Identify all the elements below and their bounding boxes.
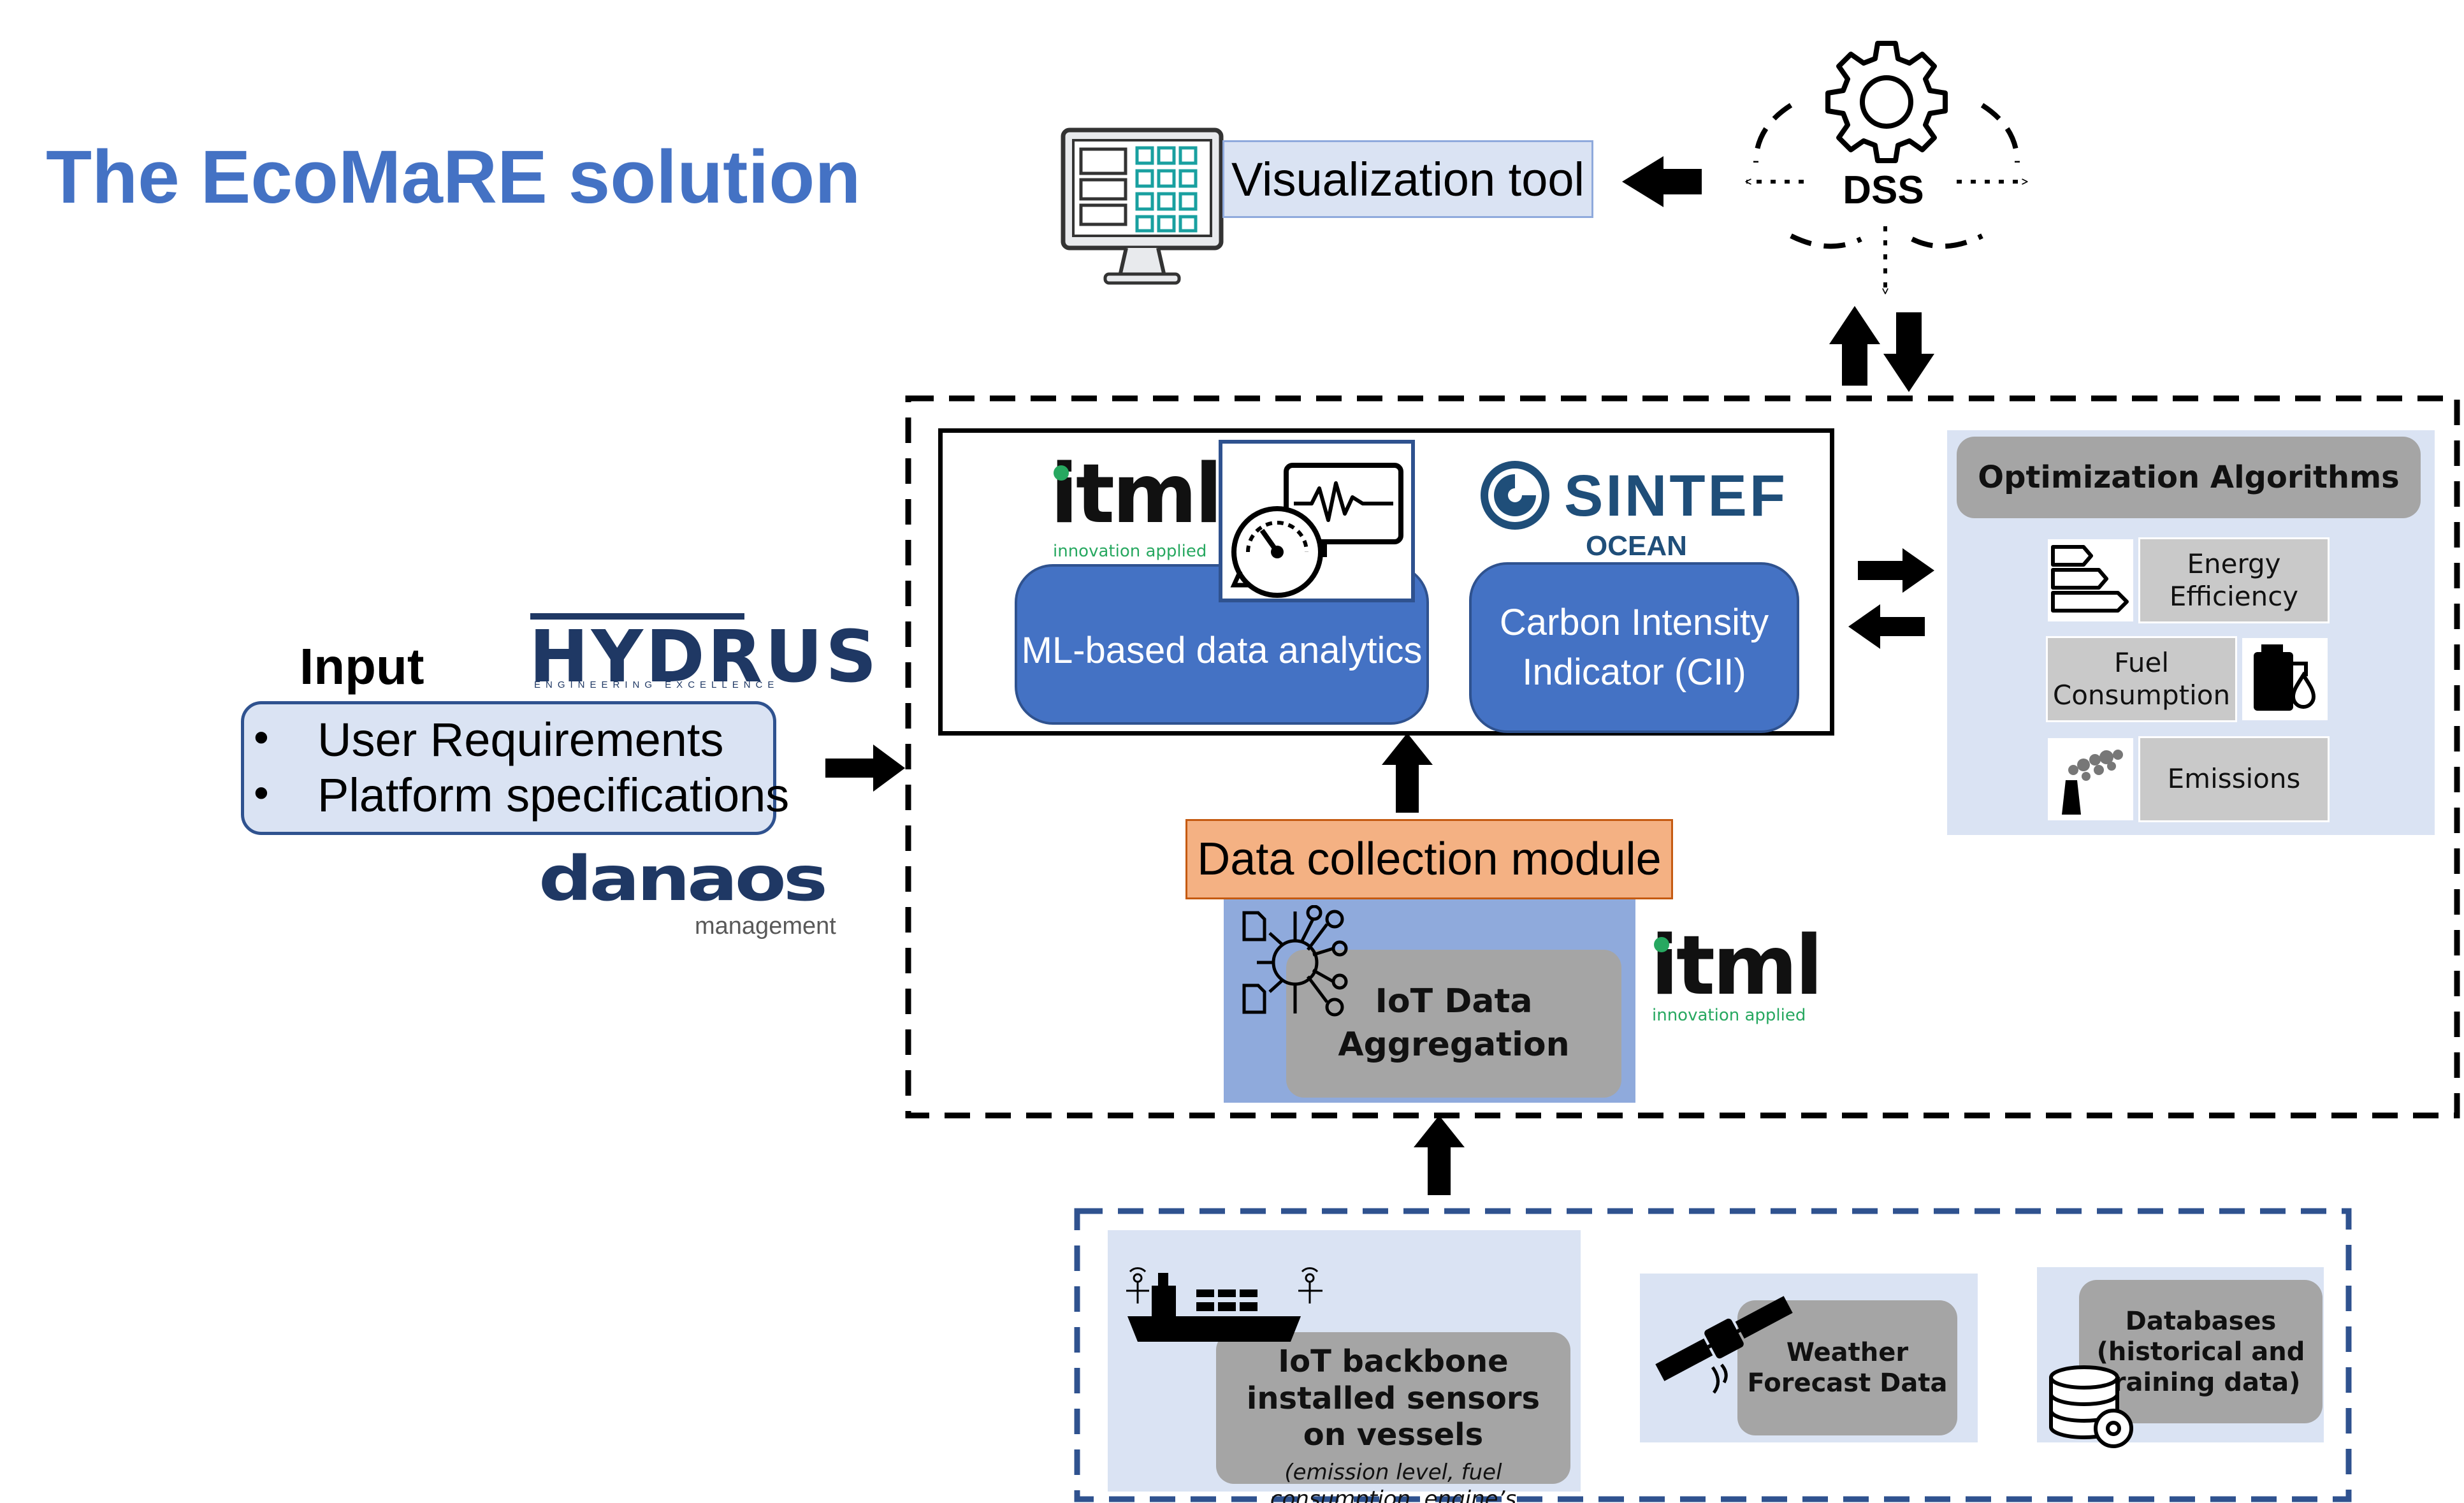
input-heading: Input (300, 638, 424, 695)
fuel-tank-icon (2240, 636, 2330, 722)
iot-backbone-title: IoT backbone installed sensors on vessel… (1246, 1344, 1540, 1453)
sintef-sub: OCEAN (1586, 530, 1687, 562)
dss-output-arrows (1746, 182, 2027, 293)
system-boundary (905, 395, 2460, 1119)
arrow-sources-to-collection (1414, 1115, 1465, 1195)
arrow-to-visualization (1622, 156, 1702, 207)
iot-backbone-note: (emission level, fuel consumption, engin… (1270, 1459, 1517, 1503)
arrow-up-to-dss (1829, 306, 1880, 386)
data-sources-boundary (1074, 1208, 2352, 1502)
arrow-input-to-system (825, 744, 905, 792)
page-title: The EcoMaRE solution (46, 135, 861, 219)
input-bullet: • (254, 769, 269, 817)
weather-forecast-box: Weather Forecast Data (1737, 1300, 1957, 1435)
itml-logo-bottom: itml (1651, 918, 1823, 1013)
emissions-label: Emissions (2138, 736, 2330, 822)
iot-backbone-box: IoT backbone installed sensors on vessel… (1216, 1332, 1570, 1503)
input-box (241, 701, 776, 835)
itml-tagline: innovation applied (1053, 542, 1207, 561)
energy-efficiency-icon (2046, 537, 2135, 623)
visualization-tool-label: Visualization tool (1222, 140, 1593, 218)
arrow-down-from-dss (1883, 312, 1934, 392)
arrow-collection-to-analytics (1382, 733, 1433, 813)
hydrus-logo: HYDRUS (529, 616, 880, 699)
dss-cycle-arcs (1753, 103, 2020, 249)
input-bullet: • (254, 713, 269, 762)
itml-logo: itml (1050, 447, 1222, 542)
hydrus-tagline: ENGINEERING EXCELLENCE (534, 679, 779, 690)
energy-efficiency-label: Energy Efficiency (2138, 537, 2330, 623)
satellite-icon (1648, 1278, 1801, 1399)
cii-box: Carbon Intensity Indicator (CII) (1469, 562, 1799, 733)
danaos-logo: danaos (539, 843, 828, 915)
danaos-tagline: management (695, 913, 836, 940)
optimization-title: Optimization Algorithms (1957, 437, 2421, 518)
emissions-icon (2046, 736, 2135, 822)
hydrus-logo-bar (530, 613, 744, 620)
ship-icon (1125, 1252, 1335, 1348)
iot-network-icon (1238, 904, 1352, 1020)
itml-logo-dot (1654, 937, 1669, 952)
data-collection-module: Data collection module (1185, 819, 1673, 899)
input-item-user-requirements: User Requirements (317, 713, 724, 766)
sintef-logo-mark (1480, 460, 1550, 530)
monitor-dashboard-icon (1059, 126, 1225, 289)
itml-logo-dot (1054, 465, 1069, 481)
input-item-platform-specifications: Platform specifications (317, 769, 790, 822)
dss-label: DSS (1843, 168, 1924, 212)
fuel-consumption-label: Fuel Consumption (2046, 636, 2237, 722)
itml-tagline-bottom: innovation applied (1652, 1006, 1806, 1025)
databases-box: Databases (historical and training data) (2079, 1280, 2323, 1423)
sintef-logo: SINTEF (1564, 463, 1788, 528)
gear-icon (1823, 38, 1950, 166)
analytics-dashboard-icon (1219, 440, 1415, 602)
arrow-from-optimization (1848, 604, 1925, 649)
arrow-to-optimization (1858, 548, 1934, 593)
database-gear-icon (2045, 1361, 2140, 1450)
